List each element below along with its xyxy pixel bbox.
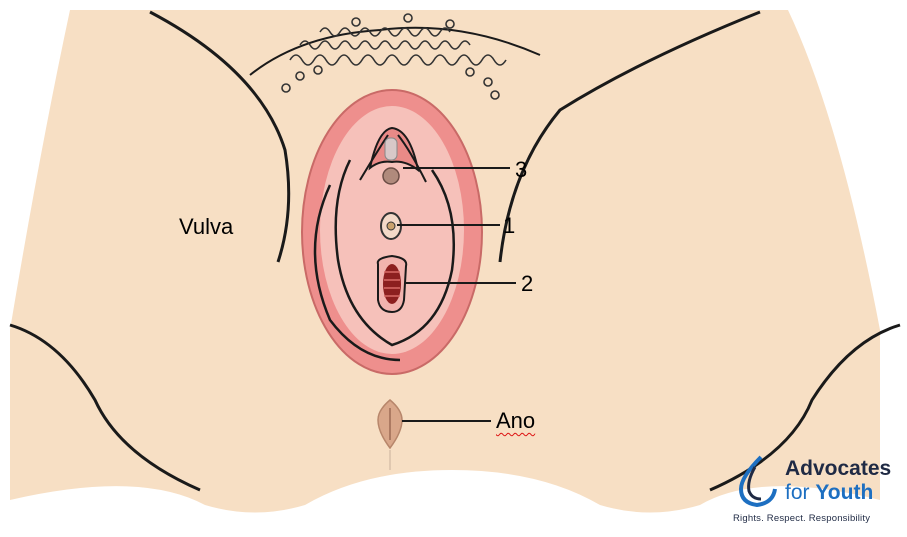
label-vulva: Vulva	[179, 216, 233, 238]
clitoral-shaft	[385, 138, 397, 160]
label-ano: Ano	[496, 410, 535, 432]
logo-line-1: Advocates	[785, 457, 891, 481]
urethral-center	[387, 222, 395, 230]
logo-line-2: for Youth	[785, 481, 873, 505]
label-1: 1	[503, 215, 515, 237]
vaginal-opening	[383, 264, 401, 304]
logo-drop-icon	[733, 455, 783, 511]
advocates-for-youth-logo: Advocates for Youth Rights. Respect. Res…	[733, 455, 905, 533]
clitoris	[383, 168, 399, 184]
logo-line-2-bold: Youth	[815, 481, 873, 504]
logo-line-2-prefix: for	[785, 481, 815, 504]
logo-tagline: Rights. Respect. Responsibility	[733, 513, 870, 524]
label-2: 2	[521, 273, 533, 295]
label-3: 3	[515, 159, 527, 181]
